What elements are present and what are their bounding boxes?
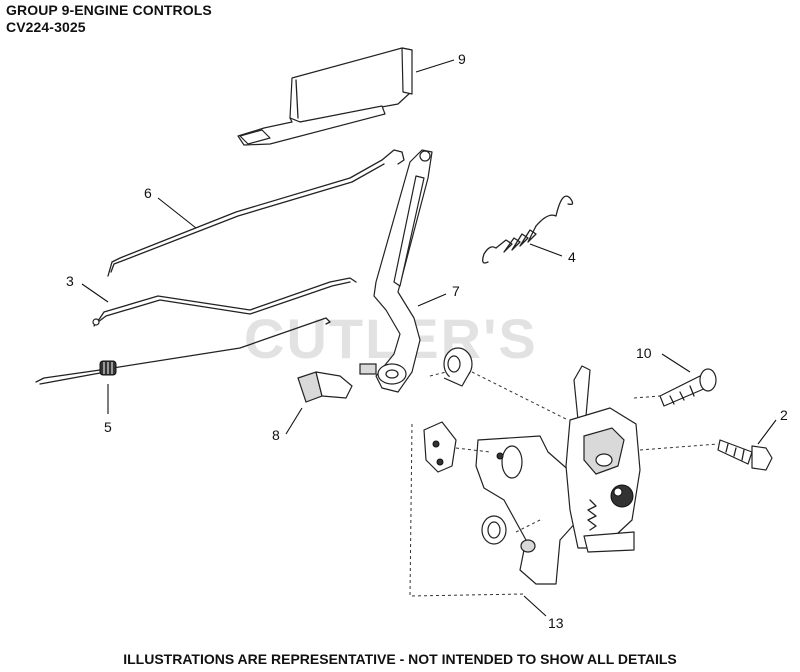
leader-7 xyxy=(417,293,447,307)
callout-8: 8 xyxy=(272,427,280,443)
leader-8 xyxy=(285,407,303,435)
part-3-control-rod[interactable] xyxy=(92,277,357,327)
part-6-control-rod[interactable] xyxy=(107,149,405,277)
leader-10 xyxy=(661,353,691,373)
part-9-control-cover[interactable] xyxy=(237,47,413,146)
part-5-cable-and-spring[interactable] xyxy=(35,317,331,385)
part-13-control-bracket-assembly[interactable] xyxy=(409,365,719,597)
callout-13: 13 xyxy=(548,615,564,631)
callout-6: 6 xyxy=(144,185,152,201)
callout-10: 10 xyxy=(636,345,652,361)
callout-4: 4 xyxy=(568,249,576,265)
part-7-control-lever[interactable] xyxy=(359,149,433,393)
callout-3: 3 xyxy=(66,273,74,289)
leader-2 xyxy=(757,419,777,445)
leader-4 xyxy=(529,243,563,257)
part-2-hex-bolt[interactable] xyxy=(717,439,773,471)
footer-disclaimer: ILLUSTRATIONS ARE REPRESENTATIVE - NOT I… xyxy=(123,651,677,667)
model-number: CV224-3025 xyxy=(6,19,86,35)
part-10-bolt[interactable] xyxy=(659,368,717,407)
part-4-spring[interactable] xyxy=(482,195,574,264)
callout-5: 5 xyxy=(104,419,112,435)
callout-2: 2 xyxy=(780,407,788,423)
leader-6 xyxy=(157,197,197,229)
callout-7: 7 xyxy=(452,283,460,299)
leader-9 xyxy=(415,59,455,73)
callout-9: 9 xyxy=(458,51,466,67)
leader-13 xyxy=(523,595,547,617)
diagram-title: GROUP 9-ENGINE CONTROLS xyxy=(6,2,212,18)
leader-3 xyxy=(81,283,109,303)
part-7-bushing[interactable] xyxy=(443,347,473,387)
part-8-knob[interactable] xyxy=(297,371,353,403)
